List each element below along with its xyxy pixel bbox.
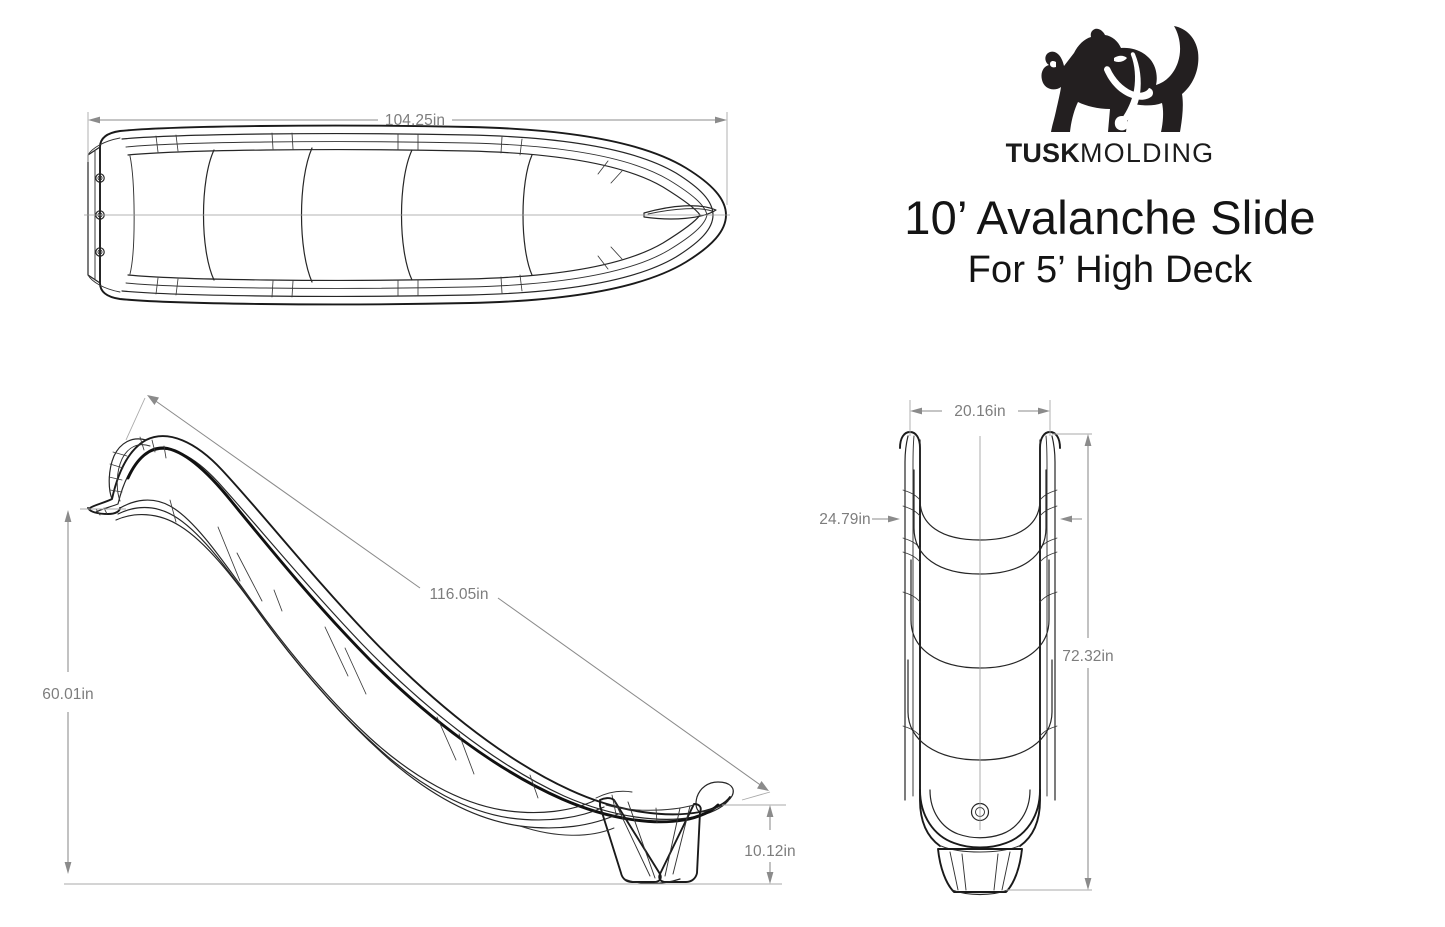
front-view-base-inner xyxy=(929,789,1031,839)
top-view-flange-fillet-bottom xyxy=(87,274,121,293)
side-view-rail-top-edge xyxy=(89,435,731,816)
dim-overall-length-label: 104.25in xyxy=(385,112,445,129)
page-title: 10’ Avalanche Slide xyxy=(904,191,1316,244)
dim-slide-length-label: 116.05in xyxy=(429,586,488,603)
top-view-rail-lower-crease xyxy=(125,214,708,289)
side-view xyxy=(64,435,786,885)
dim-outer-width: 24.79in xyxy=(819,511,1082,528)
dim-inner-width-label: 20.16in xyxy=(954,403,1006,420)
top-view-rail-segment-ticks xyxy=(155,132,623,298)
side-view-rib-ticks xyxy=(169,499,658,824)
side-view-entry-hook-back xyxy=(116,444,151,502)
page-subtitle: For 5’ High Deck xyxy=(967,248,1253,291)
front-view xyxy=(899,400,1092,896)
side-view-entry-lip xyxy=(87,507,121,515)
side-view-bed-bottom xyxy=(115,514,619,829)
dim-outer-width-label: 24.79in xyxy=(819,511,871,528)
dim-overall-length: 104.25in xyxy=(88,112,727,129)
wordmark-tusk: TUSK xyxy=(1005,138,1080,168)
mammoth-icon xyxy=(1041,26,1199,132)
front-view-rail-right-crease xyxy=(1045,435,1048,797)
top-view-nose-tip-inner xyxy=(647,208,713,215)
front-view-rail-left-inner xyxy=(904,435,909,801)
front-view-rail-right-outer xyxy=(1019,431,1061,847)
top-view-rail-upper-inner xyxy=(127,148,701,216)
front-view-foot xyxy=(937,848,1023,896)
side-view-entry-hook-front xyxy=(108,438,147,500)
header-block: TUSKMOLDING 10’ Avalanche Slide For 5’ H… xyxy=(790,8,1430,291)
side-view-bed-top xyxy=(119,499,597,814)
top-view-flange-fillet-top xyxy=(87,137,121,156)
dim-overall-height: 72.32in xyxy=(1062,434,1114,890)
logo-row xyxy=(790,8,1430,138)
side-view-rail-crease xyxy=(126,446,720,824)
side-view-skirt xyxy=(519,825,615,836)
front-view-base-cradle xyxy=(919,789,1041,849)
dim-inner-width: 20.16in xyxy=(910,403,1050,420)
dim-slide-length: 116.05in xyxy=(125,395,771,801)
wordmark: TUSKMOLDING xyxy=(790,140,1430,167)
side-view-rail-top-inner xyxy=(95,448,729,820)
side-view-exit-nose xyxy=(695,781,734,813)
wordmark-molding: MOLDING xyxy=(1079,138,1215,168)
side-view-bed-mid xyxy=(117,506,605,821)
top-view-rail-lower-outer xyxy=(121,214,714,298)
side-view-entry-seams xyxy=(95,436,167,516)
dim-deck-height: 60.01in xyxy=(42,510,94,874)
side-view-support-foot xyxy=(595,790,702,885)
top-view xyxy=(84,112,730,306)
front-view-rail-right-inner xyxy=(1051,435,1056,801)
top-view-rail-upper-crease xyxy=(125,141,708,216)
dim-exit-height: 10.12in xyxy=(744,805,796,884)
top-view-rail-upper-outer xyxy=(121,132,714,216)
dim-overall-height-label: 72.32in xyxy=(1062,648,1114,665)
front-view-rail-left-outer xyxy=(899,431,941,847)
front-view-rail-left-crease xyxy=(912,435,915,797)
dim-exit-height-label: 10.12in xyxy=(744,843,796,860)
dim-deck-height-label: 60.01in xyxy=(42,686,94,703)
top-view-rail-lower-inner xyxy=(127,214,701,282)
top-view-nose-tip xyxy=(643,205,717,220)
